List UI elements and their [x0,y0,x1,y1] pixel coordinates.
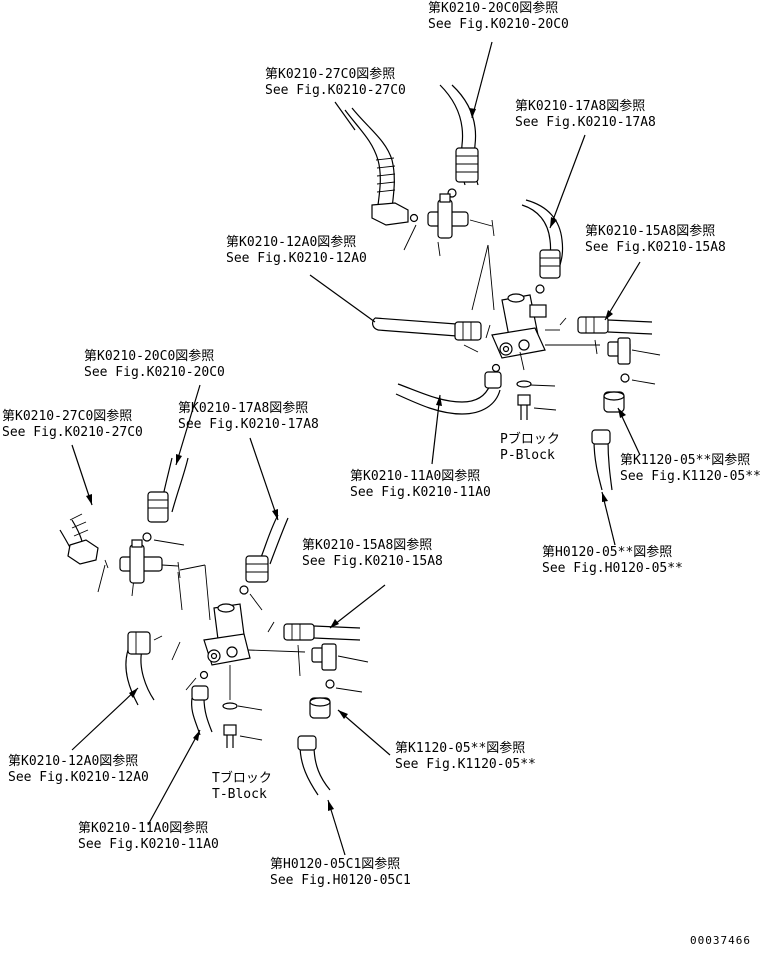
fitting-15a8-lower [283,623,315,641]
fitting-17a8-upper [539,249,561,279]
callout-k1120-upper-en: See Fig.K1120-05** [620,469,761,484]
fitting-12a0-upper [454,321,482,341]
coil-27c0-upper [375,157,396,193]
callout-15a8-lower-en: See Fig.K0210-15A8 [302,554,443,569]
t-block-label-jp: Tブロック [212,770,272,786]
callout-20c0-upper-en: See Fig.K0210-20C0 [428,17,569,32]
bolt-upper [517,394,531,420]
hose-11a0-lower [191,697,201,736]
callout-17a8-lower-en: See Fig.K0210-17A8 [178,417,319,432]
callout-15a8-lower-jp: 第K0210-15A8図参照 [302,537,432,553]
fitting-20c0-lower [147,491,169,523]
connector-k1120-lower [309,697,331,719]
t-block-assembly [59,457,369,796]
hose-12a0-lower [125,649,139,706]
hose-12a0-upper [374,317,471,326]
callout-h0120-upper-jp: 第H0120-05**図参照 [542,544,672,560]
hose-15a8-upper [607,319,653,323]
hose-15a8-lower [313,625,361,629]
callout-h0120-upper-en: See Fig.H0120-05** [542,561,683,576]
bolt-lower [223,724,237,748]
fitting-15a8-upper [577,316,609,334]
callout-27c0-upper-jp: 第K0210-27C0図参照 [265,66,395,82]
fitting-17a8-lower [245,555,269,583]
hose-h0120-lower [299,744,319,796]
callout-h0120-lower-en: See Fig.H0120-05C1 [270,873,411,888]
callout-17a8-upper-en: See Fig.K0210-17A8 [515,115,656,130]
tee-fitting-lower [119,539,163,584]
callout-27c0-lower-en: See Fig.K0210-27C0 [2,425,143,440]
callout-k1120-lower-en: See Fig.K1120-05** [395,757,536,772]
callout-k1120-lower-jp: 第K1120-05**図参照 [395,740,525,756]
callout-11a0-lower-en: See Fig.K0210-11A0 [78,837,219,852]
washer-lower [222,702,238,710]
t-block-body [203,603,251,666]
elbow-right-upper [607,337,631,365]
coil-27c0-lower [69,513,89,537]
callout-11a0-upper-en: See Fig.K0210-11A0 [350,485,491,500]
callout-12a0-upper-jp: 第K0210-12A0図参照 [226,234,356,250]
callout-17a8-upper-jp: 第K0210-17A8図参照 [515,98,645,114]
tee-fitting-upper [427,193,469,239]
hose-h0120-upper [593,439,603,491]
callout-27c0-upper-en: See Fig.K0210-27C0 [265,83,406,98]
callout-20c0-upper-jp: 第K0210-20C0図参照 [428,0,558,16]
callout-12a0-lower-en: See Fig.K0210-12A0 [8,770,149,785]
fitting-12a0-lower [127,631,151,655]
callout-12a0-upper-en: See Fig.K0210-12A0 [226,251,367,266]
callout-17a8-lower-jp: 第K0210-17A8図参照 [178,400,308,416]
t-block-label-en: T-Block [212,787,267,802]
p-block-label-jp: Pブロック [500,431,560,447]
fitting-20c0-upper [455,147,479,183]
callout-11a0-upper-jp: 第K0210-11A0図参照 [350,468,480,484]
callout-h0120-lower-jp: 第H0120-05C1図参照 [270,856,400,872]
callout-27c0-lower-jp: 第K0210-27C0図参照 [2,408,132,424]
callout-k1120-upper-jp: 第K1120-05**図参照 [620,452,750,468]
hose-17a8-lower [259,514,279,561]
callout-20c0-lower-jp: 第K0210-20C0図参照 [84,348,214,364]
callout-12a0-lower-jp: 第K0210-12A0図参照 [8,753,138,769]
p-block-assembly [344,84,661,491]
p-block-label-en: P-Block [500,448,555,463]
callout-15a8-upper-en: See Fig.K0210-15A8 [585,240,726,255]
callout-20c0-lower-en: See Fig.K0210-20C0 [84,365,225,380]
elbow-right-lower [311,643,337,671]
drawing-number: 00037466 [690,934,751,947]
p-block-body [491,293,547,359]
leader-lines [71,41,641,856]
hose-11a0-upper [397,383,491,403]
callout-15a8-upper-jp: 第K0210-15A8図参照 [585,223,715,239]
callout-11a0-lower-jp: 第K0210-11A0図参照 [78,820,208,836]
callout-labels: 第K0210-20C0図参照 See Fig.K0210-20C0 第K0210… [2,0,761,947]
washer-upper [516,380,532,388]
elbow-fitting-upper [371,202,409,226]
connector-k1120-upper [603,391,625,413]
